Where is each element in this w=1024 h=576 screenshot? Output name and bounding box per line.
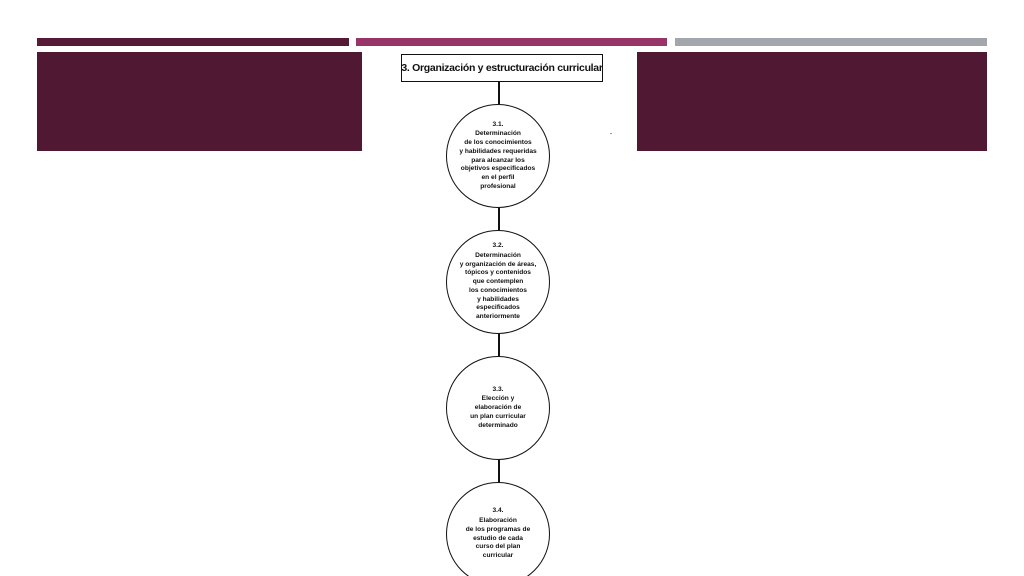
step-node: 3.4. Elaboración de los programas de est… [446, 482, 550, 576]
accent-stripe-middle [356, 38, 667, 46]
step-number: 3.4. [492, 507, 504, 515]
step-text: Determinación y organización de áreas, t… [459, 252, 537, 320]
step-number: 3.3. [492, 385, 504, 393]
step-text: Determinación de los conocimientos y hab… [459, 130, 537, 190]
connector-line [498, 208, 500, 230]
step-number: 3.1. [492, 120, 504, 128]
accent-stripe-right [675, 38, 987, 46]
color-block-left [37, 52, 362, 151]
accent-stripe-left [37, 38, 349, 46]
step-node: 3.2. Determinación y organización de áre… [446, 230, 550, 334]
connector-line [498, 82, 500, 104]
flow-diagram: 3. Organización y estructuración curricu… [392, 50, 612, 576]
color-block-right [637, 52, 987, 151]
step-text: Elaboración de los programas de estudio … [465, 517, 531, 559]
step-text: Elección y elaboración de un plan curric… [470, 395, 526, 429]
connector-line [498, 460, 500, 482]
scan-speck [610, 133, 612, 134]
step-node: 3.1. Determinación de los conocimientos … [446, 104, 550, 208]
diagram-title: 3. Organización y estructuración curricu… [401, 54, 603, 82]
step-node: 3.3. Elección y elaboración de un plan c… [446, 356, 550, 460]
step-number: 3.2. [492, 242, 504, 250]
connector-line [498, 334, 500, 356]
